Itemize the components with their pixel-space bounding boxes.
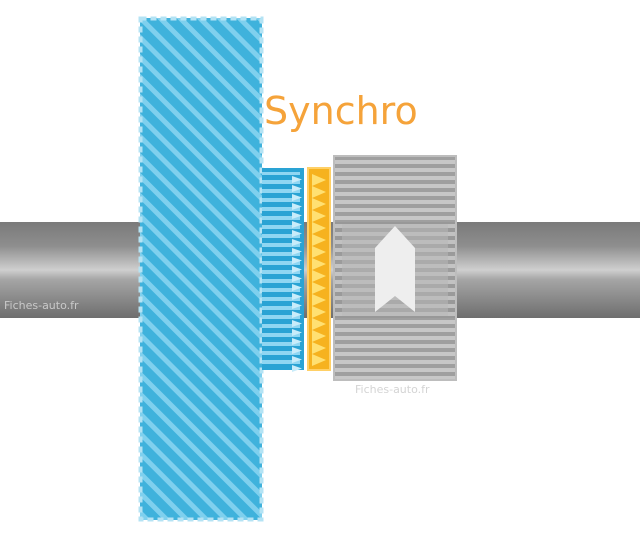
synchro-tooth (312, 354, 326, 366)
dog-tooth (292, 212, 302, 219)
synchro-tooth (312, 234, 326, 246)
dog-tooth (292, 338, 302, 345)
synchro-ring (307, 167, 331, 371)
dog-tooth (292, 266, 302, 273)
dog-tooth (292, 257, 302, 264)
synchro-tooth (312, 258, 326, 270)
dog-tooth (292, 275, 302, 282)
dog-tooth (292, 347, 302, 354)
dog-tooth (292, 320, 302, 327)
watermark-right: Fiches-auto.fr (355, 383, 430, 396)
watermark-left: Fiches-auto.fr (4, 299, 79, 312)
synchro-tooth (312, 270, 326, 282)
dog-tooth (292, 284, 302, 291)
synchro-tooth (312, 246, 326, 258)
dog-tooth (292, 356, 302, 363)
synchro-tooth (312, 222, 326, 234)
synchro-tooth (312, 342, 326, 354)
synchro-tooth (312, 210, 326, 222)
dog-tooth (292, 293, 302, 300)
synchro-tooth (312, 294, 326, 306)
dog-tooth (292, 230, 302, 237)
sliding-sleeve (333, 155, 457, 381)
dog-tooth (292, 185, 302, 192)
dog-tooth (292, 248, 302, 255)
direction-arrow-icon (375, 226, 415, 312)
synchro-tooth (312, 174, 326, 186)
synchro-tooth (312, 306, 326, 318)
gear (138, 16, 264, 522)
dog-tooth (292, 365, 302, 372)
dog-tooth (292, 329, 302, 336)
synchro-tooth (312, 186, 326, 198)
synchro-tooth (312, 282, 326, 294)
diagram-title: Synchro (264, 89, 418, 133)
dog-tooth (292, 302, 302, 309)
dog-tooth (292, 239, 302, 246)
synchro-tooth (312, 330, 326, 342)
dog-teeth (262, 168, 304, 372)
synchro-tooth (312, 198, 326, 210)
dog-tooth (292, 194, 302, 201)
dog-tooth (292, 176, 302, 183)
dog-tooth (292, 311, 302, 318)
synchro-tooth (312, 318, 326, 330)
dog-tooth (292, 221, 302, 228)
dog-tooth (292, 203, 302, 210)
